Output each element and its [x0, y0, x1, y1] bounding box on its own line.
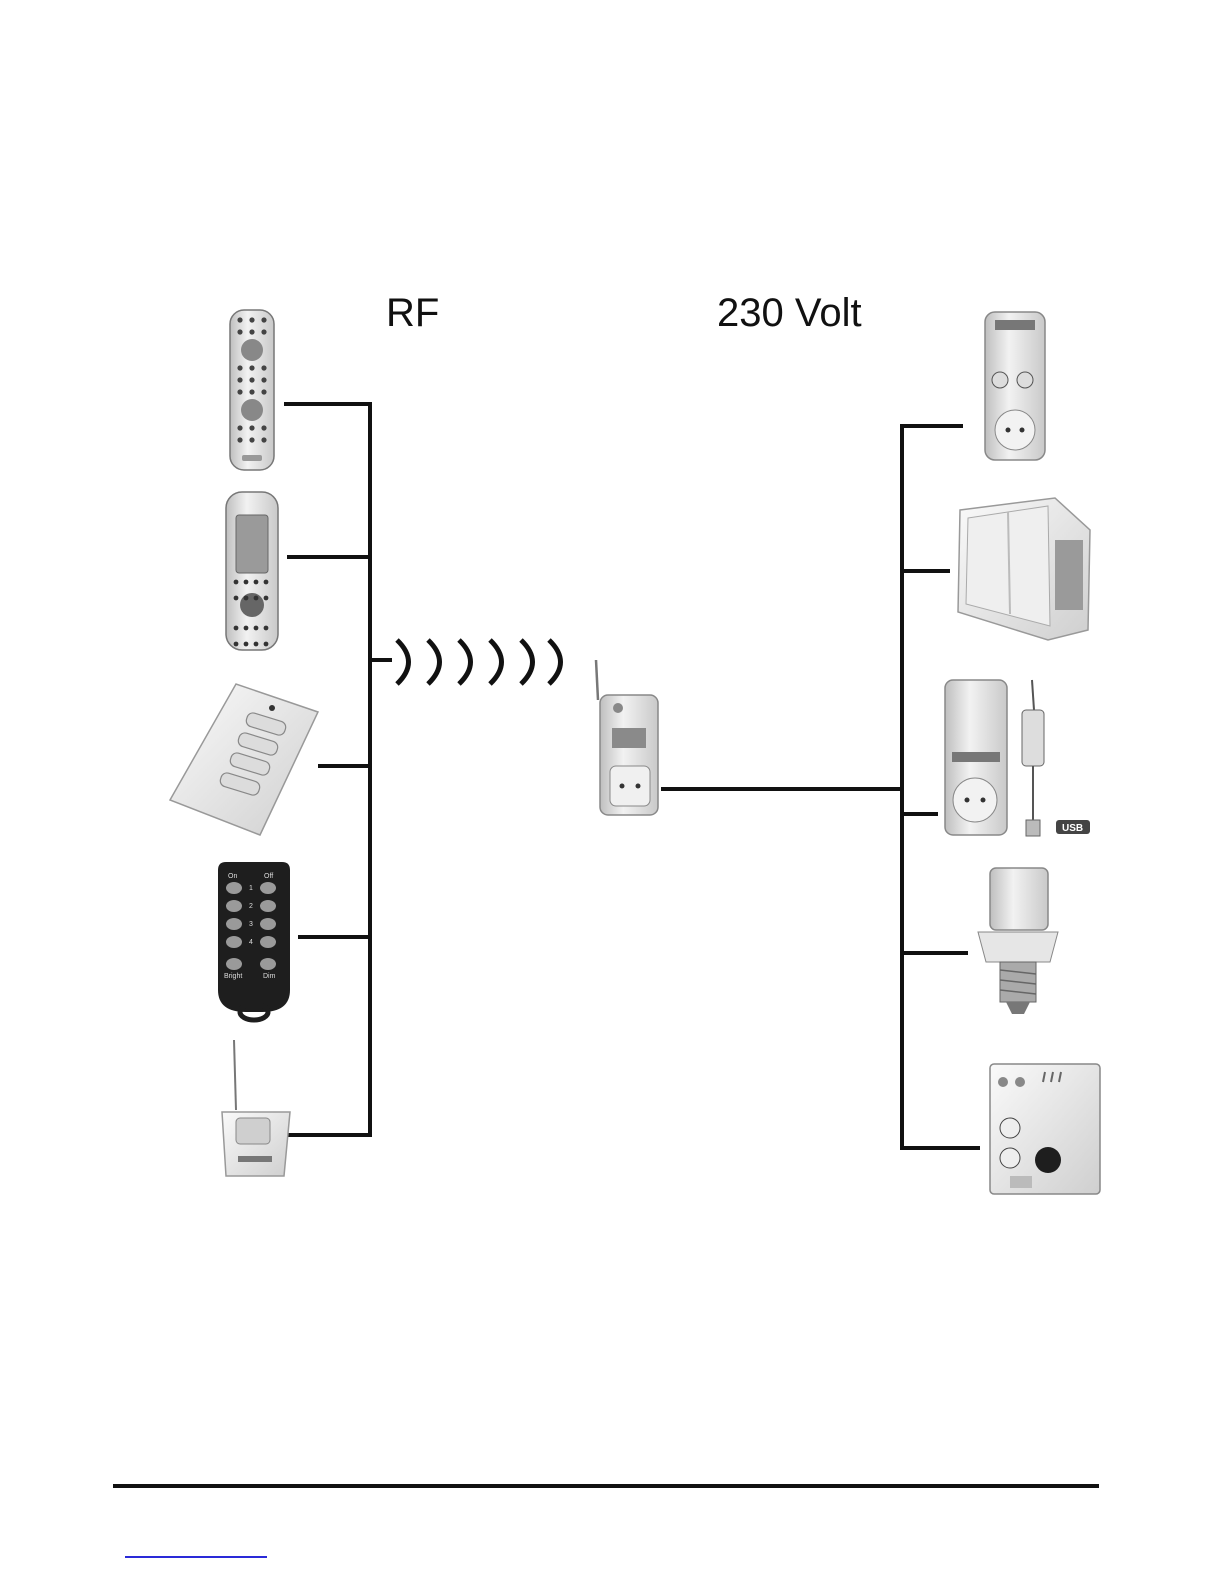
remote-button-dot — [237, 389, 242, 394]
remote-button-dot — [249, 377, 254, 382]
remote-button-dot — [237, 425, 242, 430]
keyfob-1-label: 1 — [249, 885, 253, 892]
appliance-module-icon — [945, 680, 1007, 835]
remote-button-dot — [244, 626, 249, 631]
rf-signal-waves — [397, 640, 561, 684]
keyfob-on-label: On — [228, 873, 237, 880]
remote-button-dot — [234, 596, 239, 601]
remote-button-dot — [261, 437, 266, 442]
remote-button-dot — [249, 437, 254, 442]
remote-button-dot — [249, 317, 254, 322]
lcd-remote-icon — [226, 492, 278, 650]
keyfob-3-label: 3 — [249, 921, 253, 928]
lamp-socket-adapter-icon — [978, 868, 1058, 1014]
remote-button-dot — [249, 365, 254, 370]
wall-keypad-icon — [170, 684, 318, 835]
universal-remote-icon — [230, 310, 274, 470]
remote-button-dot — [261, 365, 266, 370]
remote-button-dot — [264, 596, 269, 601]
voltage-label: 230 Volt — [717, 293, 862, 333]
usb-badge-label: USB — [1062, 823, 1083, 834]
mains-bus — [661, 424, 980, 1150]
remote-button-dot — [264, 626, 269, 631]
plugin-dimmer-module-icon — [985, 312, 1045, 460]
remote-button-dot — [261, 389, 266, 394]
remote-button-dot — [254, 580, 259, 585]
remote-button-dot — [264, 580, 269, 585]
remote-button-dot — [261, 425, 266, 430]
remote-button-dot — [237, 365, 242, 370]
rf-label: RF — [386, 293, 439, 333]
keyfob-2-label: 2 — [249, 903, 253, 910]
remote-button-dot — [234, 642, 239, 647]
remote-button-dot — [254, 596, 259, 601]
rf-receiver-module-icon — [596, 660, 658, 815]
keyfob-remote-icon: On Off 1 2 3 4 Bright Dim — [218, 862, 290, 1020]
remote-button-dot — [237, 317, 242, 322]
wall-switch-icon — [958, 498, 1090, 640]
keyfob-dim-label: Dim — [263, 973, 276, 980]
remote-button-dot — [234, 626, 239, 631]
usb-interface-icon: USB — [1022, 680, 1090, 836]
footer-link-underline[interactable] — [125, 1556, 267, 1558]
remote-button-dot — [249, 329, 254, 334]
motion-sensor-icon — [222, 1040, 290, 1176]
remote-button-dot — [244, 642, 249, 647]
remote-button-dot — [237, 377, 242, 382]
remote-button-dot — [254, 626, 259, 631]
remote-button-dot — [237, 437, 242, 442]
remote-button-dot — [249, 389, 254, 394]
remote-button-dot — [261, 329, 266, 334]
remote-button-dot — [244, 580, 249, 585]
din-rail-module-icon — [990, 1064, 1100, 1194]
remote-button-dot — [244, 596, 249, 601]
remote-button-dot — [254, 642, 259, 647]
remote-button-dot — [249, 425, 254, 430]
remote-button-dot — [261, 377, 266, 382]
keyfob-bright-label: Bright — [224, 973, 242, 980]
keyfob-off-label: Off — [264, 873, 273, 880]
remote-button-dot — [234, 580, 239, 585]
footer-rule — [113, 1484, 1099, 1488]
keyfob-4-label: 4 — [249, 939, 253, 946]
remote-button-dot — [237, 329, 242, 334]
remote-button-dot — [264, 642, 269, 647]
remote-button-dot — [261, 317, 266, 322]
